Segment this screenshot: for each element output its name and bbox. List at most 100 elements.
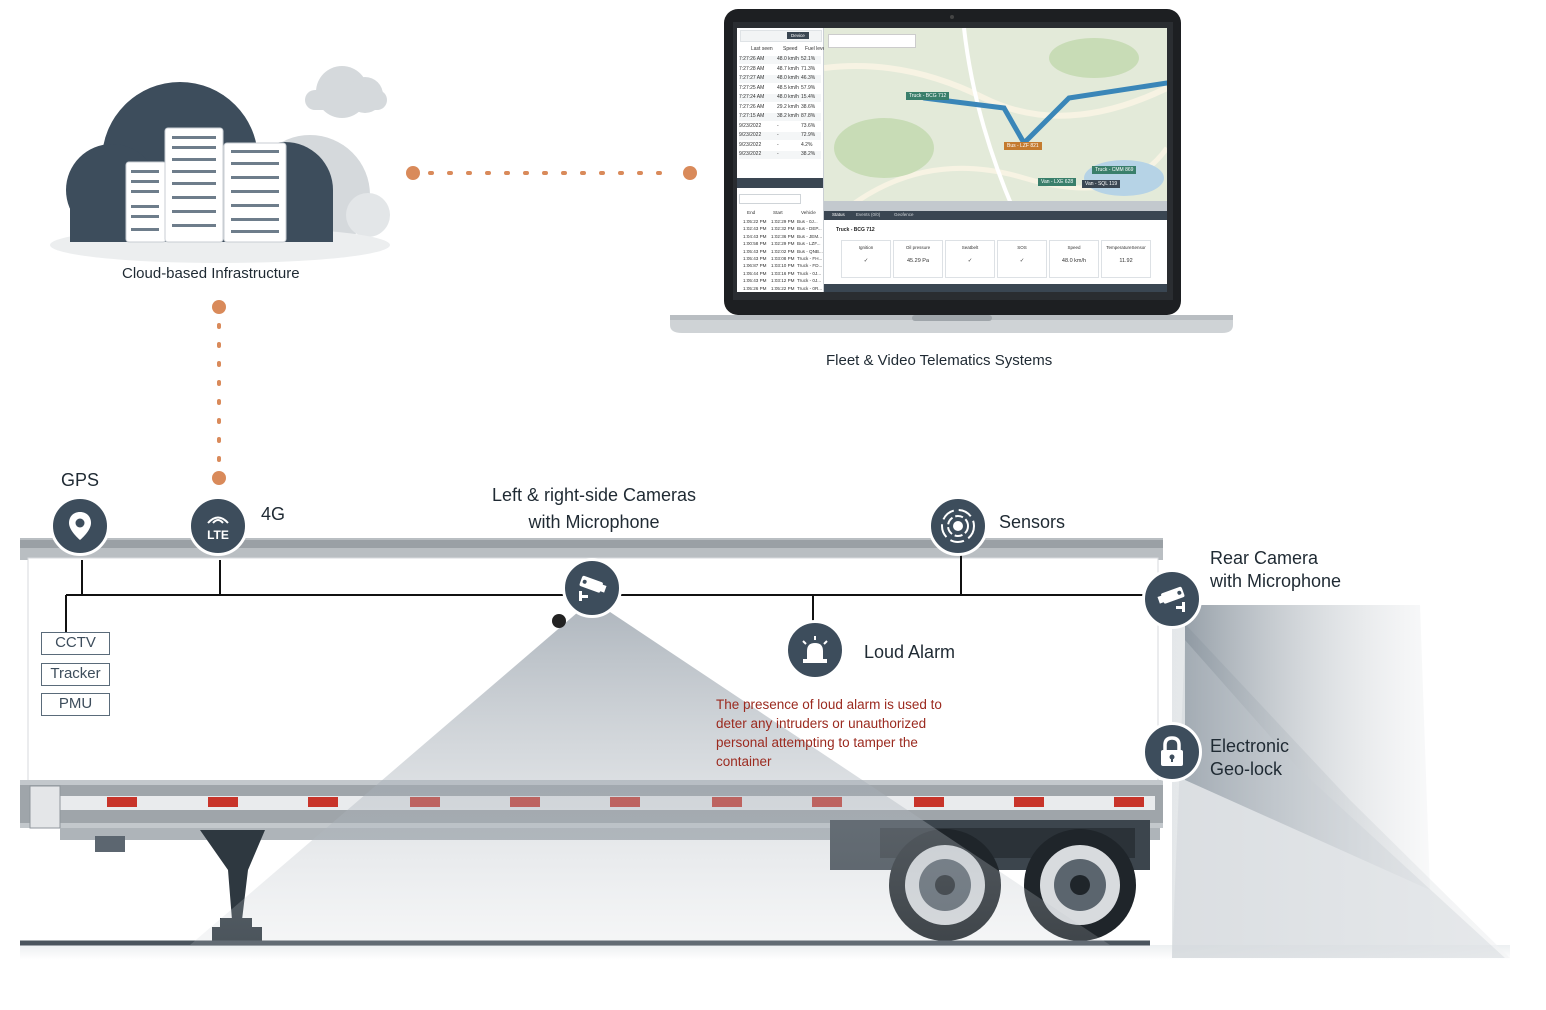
table-cell: 1:02:43 PM <box>743 226 767 232</box>
col-header: Last seen <box>751 46 773 52</box>
table-cell: 1:02:29 PM <box>771 241 795 247</box>
table-cell: 4.2% <box>801 141 813 148</box>
rear-camera-line1: Rear Camera <box>1210 548 1319 568</box>
table-cell: 1:03:12 PM <box>771 278 795 284</box>
table-cell: 46.3% <box>801 75 816 81</box>
selected-vehicle: Truck - BCG 712 <box>836 227 875 233</box>
laptop-screen: Device Last seen Speed Fuel level 7:27:2… <box>737 28 1167 292</box>
col-header: Vehicle <box>801 210 816 215</box>
table-cell: - <box>777 122 779 129</box>
cctv-box: CCTV <box>41 632 110 655</box>
table-cell: 7:27:15 AM <box>739 113 765 119</box>
tile-value: 48.0 km/h <box>1061 258 1087 264</box>
tile-title: Oil pressure <box>905 245 931 250</box>
table-cell: 1:06:87 PM <box>743 263 767 269</box>
tab-status[interactable]: Status <box>832 212 845 217</box>
tab-events[interactable]: Events (0/0) <box>856 212 881 217</box>
side-cameras-line1: Left & right-side Cameras <box>491 485 697 505</box>
tile-value: ✓ <box>863 258 869 264</box>
device-button[interactable]: Device <box>787 32 809 39</box>
vehicle-marker[interactable]: Van - LXE 628 <box>1038 178 1077 186</box>
table-cell: 87.8% <box>801 113 816 119</box>
table-cell: 1:05:26 PM <box>743 285 767 291</box>
tile-value: 45.29 Pa <box>906 258 930 264</box>
table-row[interactable]: 9/23/2022-73.6% <box>739 122 821 131</box>
cloud-server-icon <box>50 66 390 263</box>
table-cell: 71.3% <box>801 65 816 72</box>
table-cell: 1:04:43 PM <box>743 233 767 239</box>
vehicle-marker[interactable]: Truck - CMM 869 <box>1092 166 1137 174</box>
rear-camera-label: Rear Camera with Microphone <box>1210 547 1341 593</box>
tracker-box: Tracker <box>41 663 110 686</box>
lte-text: LTE <box>207 528 229 542</box>
table-cell: Bus - QNB... <box>797 248 823 254</box>
col-header: Fuel level <box>805 46 827 52</box>
table-cell: Truck - 0J... <box>797 270 822 276</box>
table-cell: 38.6% <box>801 103 816 110</box>
table-cell: 9/23/2022 <box>739 141 762 148</box>
vehicle-marker[interactable]: Truck - BCG 712 <box>906 92 950 100</box>
vehicle-marker[interactable]: Van - SQL 119 <box>1082 180 1121 188</box>
table-cell: 1:05:22 PM <box>771 285 795 291</box>
status-tile: SOS✓ <box>997 240 1047 278</box>
alarm-light-icon <box>785 620 845 680</box>
table-cell: 7:27:25 AM <box>739 84 765 91</box>
table-row[interactable]: 9/23/2022-72.9% <box>739 132 821 140</box>
table-cell: 72.9% <box>801 132 816 138</box>
table-cell: 29.2 km/h <box>777 103 799 110</box>
laptop-label: Fleet & Video Telematics Systems <box>826 352 1053 369</box>
table-cell: - <box>777 151 779 157</box>
tile-title: TemperatureSensor <box>1106 245 1146 250</box>
geo-lock-line1: Electronic <box>1210 736 1290 756</box>
table-cell: Truck - 0R... <box>797 285 823 291</box>
table-cell: 1:05:44 PM <box>743 270 767 276</box>
table-cell: 48.7 km/h <box>777 65 799 72</box>
tile-title: SOS <box>1017 245 1027 250</box>
vehicle-table-panel: Device Last seen Speed Fuel level 7:27:2… <box>737 28 827 178</box>
table-cell: 1:05:43 PM <box>743 248 767 254</box>
table-row[interactable]: 9/23/2022-4.2% <box>739 141 821 150</box>
sensor-icon <box>928 496 988 556</box>
geo-lock-label: Electronic Geo-lock <box>1210 735 1289 781</box>
side-cameras-label: Left & right-side Cameras with Microphon… <box>476 484 712 534</box>
sensors-label: Sensors <box>999 512 1066 532</box>
tab-geofence[interactable]: Geofence <box>894 212 914 217</box>
cctv-camera-icon <box>562 558 622 618</box>
rear-camera-line2: with Microphone <box>1210 571 1342 591</box>
pmu-box: PMU <box>41 693 110 716</box>
table-cell: 48.0 km/h <box>777 94 799 100</box>
alarm-note: The presence of loud alarm is used to de… <box>716 697 942 769</box>
status-tile: Ignition ✓ <box>841 240 891 278</box>
table-row[interactable]: 9/23/2022-38.2% <box>739 151 821 159</box>
table-cell: 1:05:43 PM <box>743 256 767 261</box>
cctv-camera-icon <box>1142 569 1202 629</box>
table-cell: 7:27:27 AM <box>739 75 765 81</box>
lte-icon: LTE <box>188 496 248 556</box>
fleet-map[interactable]: Truck - BCG 712 Bus - LZF 821 Truck - CM… <box>824 28 1167 211</box>
table-cell: 52.1% <box>801 56 816 62</box>
table-cell: 1:03:10 PM <box>771 263 795 269</box>
table-cell: 1:02:32 PM <box>771 226 795 232</box>
col-header: End <box>747 210 756 215</box>
table-cell: Bus - JEM... <box>797 233 823 239</box>
tile-title: Seatbelt <box>961 245 979 250</box>
4g-label: 4G <box>261 504 286 524</box>
table-cell: Bus - LZF... <box>797 241 821 247</box>
tile-value: ✓ <box>967 258 973 264</box>
tile-title: Ignition <box>858 245 874 250</box>
geo-lock-line2: Geo-lock <box>1210 759 1283 779</box>
table-cell: 1:05:43 PM <box>743 278 767 284</box>
table-cell: 7:27:26 AM <box>739 103 765 110</box>
table-cell: - <box>777 132 779 138</box>
vehicle-marker[interactable]: Bus - LZF 821 <box>1004 142 1042 150</box>
table-cell: 1:03:08 PM <box>771 256 795 261</box>
table-cell: Truck - FH... <box>797 256 823 261</box>
